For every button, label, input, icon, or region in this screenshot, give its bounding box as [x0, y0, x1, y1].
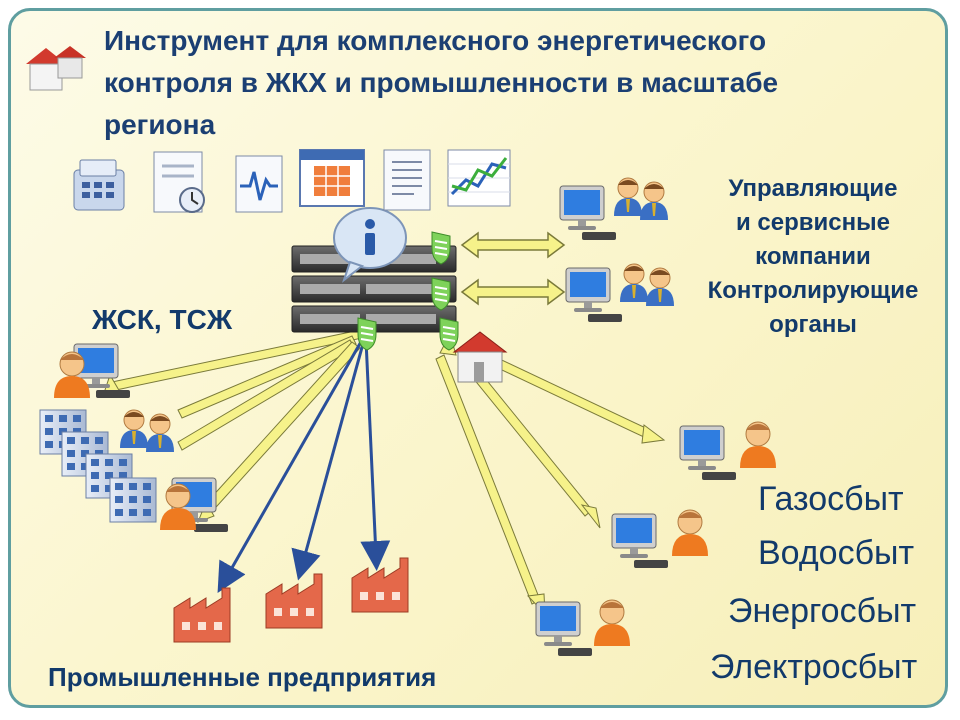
businessman-icon [639, 181, 669, 221]
info-icon [333, 207, 407, 283]
document-clock-icon [153, 151, 205, 213]
management-label: Управляющие и сервисные компании Контрол… [707, 175, 919, 338]
businessman-icon [119, 409, 149, 449]
building-icon [109, 477, 157, 523]
shield-icon [357, 317, 377, 351]
businessman-icon [613, 177, 643, 217]
link-lines-suppliers [435, 332, 666, 616]
house-logo-icon [26, 46, 86, 91]
supplier-electric: Электросбыт [710, 648, 918, 686]
shield-icon [431, 277, 451, 311]
link-arrows-industry [217, 339, 391, 594]
supplier-gas: Газосбыт [758, 480, 904, 518]
calculator-icon [73, 159, 125, 211]
link-lines-hoa [103, 329, 363, 523]
shield-icon [439, 317, 459, 351]
supplier-water: Водосбыт [758, 534, 915, 572]
computer-icon [679, 425, 737, 481]
person-icon [593, 599, 631, 647]
shield-icon [431, 231, 451, 265]
hoa-label: ЖСК, ТСЖ [92, 304, 233, 335]
text-document-icon [383, 149, 431, 211]
line-chart-icon [447, 149, 511, 207]
page-title: Инструмент для комплексного энергетическ… [104, 25, 779, 140]
businessman-icon [619, 263, 649, 303]
person-icon [739, 421, 777, 469]
factory-icon [173, 587, 231, 643]
person-icon [671, 509, 709, 557]
computer-icon [559, 185, 617, 241]
businessman-icon [145, 413, 175, 453]
factory-icon [265, 573, 323, 629]
pulse-chart-icon [235, 155, 283, 213]
supplier-energy: Энергосбыт [728, 592, 917, 630]
computer-icon [611, 513, 669, 569]
calendar-icon [299, 149, 365, 207]
computer-icon [565, 267, 623, 323]
link-arrows-management [460, 231, 566, 306]
house-icon [452, 331, 508, 383]
factory-icon [351, 557, 409, 613]
industry-label: Промышленные предприятия [48, 662, 437, 692]
businessman-icon [645, 267, 675, 307]
computer-icon [535, 601, 593, 657]
